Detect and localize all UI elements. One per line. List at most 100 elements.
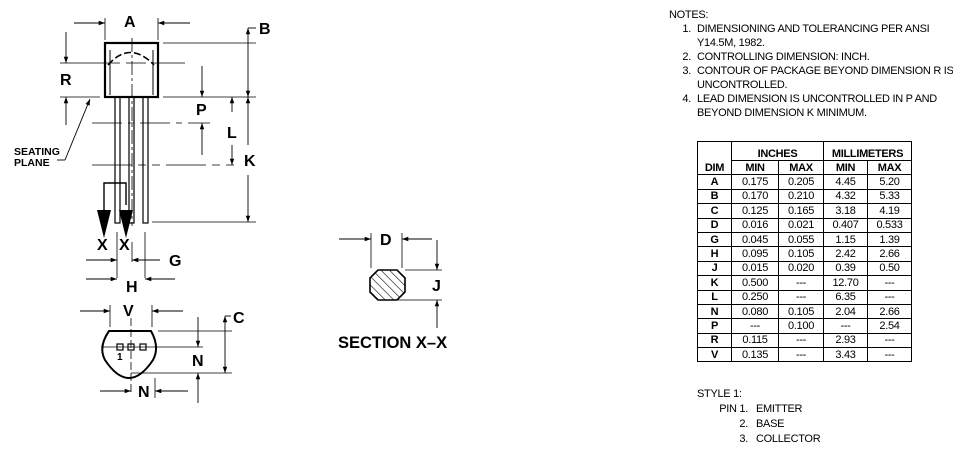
cell-in-max: ---	[778, 289, 824, 305]
pin-name: EMITTER	[756, 403, 803, 415]
cell-dim: A	[697, 174, 732, 190]
cell-mm-min: ---	[823, 318, 868, 334]
cell-dim: V	[697, 347, 732, 363]
cell-in-max: 0.210	[778, 188, 824, 205]
cell-mm-max: 5.33	[867, 188, 912, 205]
table-group-header: DIM INCHES MILLIMETERS	[697, 140, 912, 176]
cell-mm-max: ---	[867, 347, 912, 363]
pinout-style: STYLE 1: PIN 1.EMITTER 2.BASE 3.COLLECTO…	[697, 387, 821, 447]
pin-row: 2.BASE	[697, 417, 820, 432]
cell-in-min: 0.045	[731, 231, 779, 248]
cell-mm-max: 2.54	[867, 318, 912, 334]
col-header-in-max: MAX	[778, 159, 824, 176]
dim-label-G: G	[169, 253, 181, 270]
cell-in-min: 0.170	[731, 188, 779, 205]
cell-mm-max: 0.533	[867, 217, 912, 233]
note-item: 3. CONTOUR OF PACKAGE BEYOND DIMENSION R …	[669, 64, 953, 92]
pin-row: 3.COLLECTOR	[697, 432, 820, 447]
lead-2	[128, 96, 135, 224]
cell-mm-max: 2.66	[867, 246, 912, 262]
dim-label-D: D	[380, 232, 392, 249]
note-number: 3.	[682, 65, 691, 77]
lead-cross-section	[369, 269, 406, 301]
dim-label-N-vertical: N	[192, 353, 204, 370]
cell-mm-max: 4.19	[867, 203, 912, 219]
cell-mm-max: 1.39	[867, 231, 912, 248]
cell-mm-min: 6.35	[823, 289, 868, 305]
pin-row: PIN 1.EMITTER	[697, 402, 820, 417]
cell-in-min: 0.080	[731, 303, 779, 320]
section-marker-X-left: X	[97, 237, 108, 254]
note-item: 2.CONTROLLING DIMENSION: INCH.	[669, 50, 953, 64]
cell-mm-min: 3.18	[823, 203, 868, 219]
note-number: 4.	[682, 93, 691, 105]
pin-name: COLLECTOR	[756, 433, 821, 445]
seating-plane-label-1: SEATING	[14, 146, 60, 158]
cell-in-min: 0.135	[731, 347, 779, 363]
cell-mm-max: 2.66	[867, 303, 912, 320]
col-header-mm-max: MAX	[867, 159, 912, 176]
cell-mm-max: ---	[867, 332, 912, 349]
col-header-dim: DIM	[697, 140, 732, 176]
cell-dim: G	[697, 231, 732, 248]
cell-in-min: 0.015	[731, 260, 779, 277]
style-title: STYLE 1:	[697, 388, 742, 400]
note-text: LEAD DIMENSION IS UNCONTROLLED IN P AND …	[697, 93, 937, 119]
section-marker-X-right: X	[119, 237, 130, 254]
cell-in-min: 0.125	[731, 203, 779, 219]
cell-dim: N	[697, 303, 732, 320]
dim-label-A: A	[124, 14, 136, 31]
group-header-inches: INCHES	[731, 141, 824, 161]
cell-dim: C	[697, 203, 732, 219]
note-item: 4. LEAD DIMENSION IS UNCONTROLLED IN P AN…	[669, 92, 953, 120]
bottom-view	[80, 305, 232, 403]
package-outline-bottom	[101, 330, 157, 380]
cell-dim: K	[697, 275, 732, 291]
pin-1-marker: 1	[117, 352, 123, 363]
side-view	[57, 18, 256, 282]
cell-mm-min: 0.39	[823, 260, 868, 277]
cell-mm-max: 0.50	[867, 260, 912, 277]
dim-label-P: P	[196, 102, 207, 119]
note-text: CONTOUR OF PACKAGE BEYOND DIMENSION R IS…	[697, 65, 953, 91]
cell-mm-min: 3.43	[823, 347, 868, 363]
notes-list: 1. DIMENSIONING AND TOLERANCING PER ANSI …	[669, 22, 953, 120]
cell-mm-min: 2.04	[823, 303, 868, 320]
dim-label-L: L	[227, 125, 237, 142]
dimension-table: DIM INCHES MILLIMETERS MIN MAX MIN MAX A…	[697, 140, 912, 363]
dim-label-V: V	[123, 303, 134, 320]
cell-mm-min: 12.70	[823, 275, 868, 291]
cell-dim: R	[697, 332, 732, 349]
notes-block: NOTES: 1.DIMENSIONING AND TOLERANCING PE…	[669, 8, 953, 120]
cell-in-max: 0.020	[778, 260, 824, 277]
cell-in-min: ---	[731, 318, 779, 334]
cell-mm-min: 0.407	[823, 217, 868, 233]
cell-in-max: ---	[778, 275, 824, 291]
cell-in-max: ---	[778, 332, 824, 349]
note-number: 1.	[682, 23, 691, 35]
cell-mm-min: 1.15	[823, 231, 868, 248]
cell-in-max: 0.165	[778, 203, 824, 219]
cell-in-min: 0.016	[731, 217, 779, 233]
cell-in-min: 0.250	[731, 289, 779, 305]
to92-package-drawing: A B R P L K SEATING PLANE X X G H	[14, 14, 447, 403]
cell-dim: D	[697, 217, 732, 233]
pin-name: BASE	[756, 418, 785, 430]
cell-dim: H	[697, 246, 732, 262]
lead-3	[142, 96, 149, 224]
cell-in-max: 0.105	[778, 246, 824, 262]
table-column-header: MIN MAX MIN MAX	[698, 159, 912, 176]
cell-in-min: 0.115	[731, 332, 779, 349]
package-body	[103, 41, 160, 99]
table-row: P---0.100---2.54	[697, 318, 912, 334]
note-text: DIMENSIONING AND TOLERANCING PER ANSI Y1…	[697, 23, 930, 49]
section-title: SECTION X–X	[338, 334, 447, 352]
